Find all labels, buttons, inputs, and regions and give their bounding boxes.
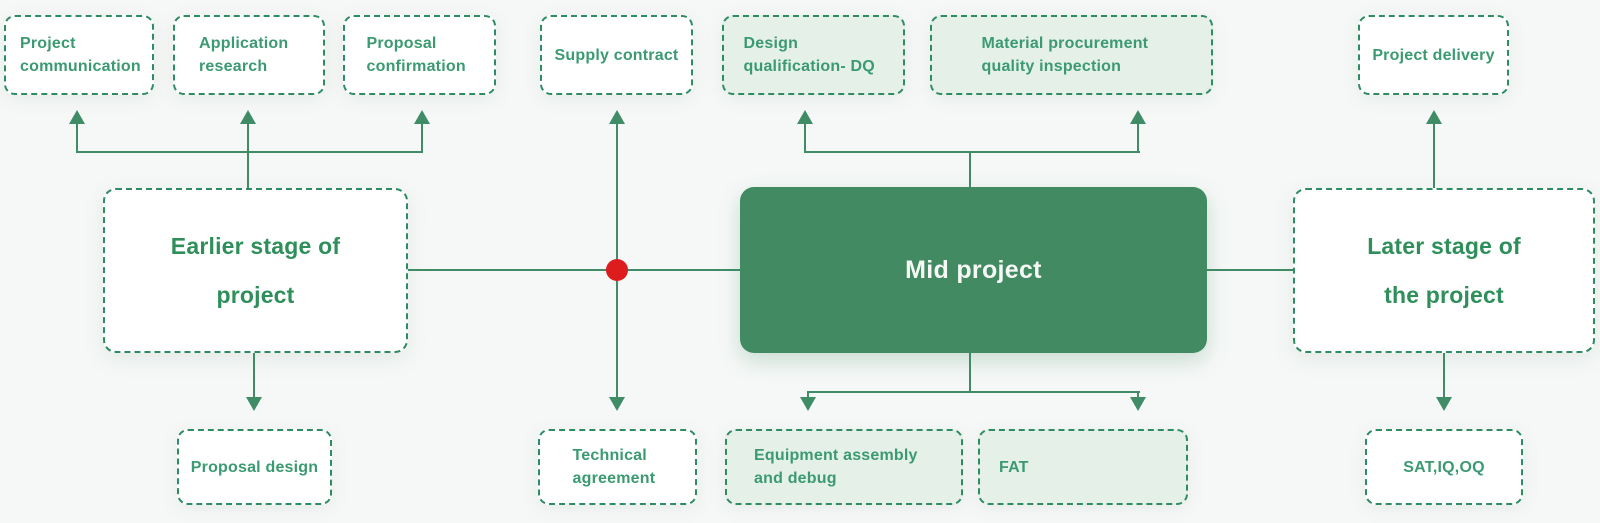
arrow-down-icon [800,397,816,411]
arrow-down-icon [246,397,262,411]
node-material-procurement-quality-inspection: Material procurement quality inspection [930,15,1213,95]
connector-arrow-shaft [421,123,423,153]
node-label: Proposal confirmation [366,35,466,75]
node-label: Design qualification- DQ [743,35,875,75]
arrow-up-icon [414,110,430,124]
junction-dot [606,259,628,281]
connector-earlier-stem-top [247,123,249,189]
node-label: SAT,IQ,OQ [1403,458,1485,476]
arrow-down-icon [1130,397,1146,411]
node-label: Proposal design [190,458,319,476]
node-supply-contract: Supply contract [540,15,693,95]
arrow-up-icon [1426,110,1442,124]
connector-later-stem-bottom [1443,353,1445,399]
node-label: Supply contract [554,46,679,64]
stage-label-line1: Earlier stage of [170,232,341,259]
connector-mid-bottom-rail [807,391,1140,393]
stage-label: Mid project [905,255,1042,284]
arrow-up-icon [797,110,813,124]
connector-earlier-top-rail [77,151,423,153]
arrow-down-icon [609,397,625,411]
connector-arrow-shaft [76,123,78,153]
connector-earlier-to-mid [407,269,741,271]
node-application-research: Application research [173,15,325,95]
stage-label-line2: project [216,281,295,308]
node-proposal-design: Proposal design [177,429,332,505]
node-earlier-stage: Earlier stage of project [103,188,408,353]
node-label: Equipment assembly and debug [754,447,918,487]
arrow-up-icon [69,110,85,124]
connector-arrow-shaft [807,391,809,399]
connector-mid-stem-top [969,152,971,188]
node-project-communication: Project communication [4,15,154,95]
connector-mid-to-later [1206,269,1294,271]
connector-later-stem-top [1433,123,1435,189]
stage-label-line2: the project [1384,281,1504,308]
connector-earlier-stem-bottom [253,353,255,399]
node-sat-iq-oq: SAT,IQ,OQ [1365,429,1523,505]
arrow-up-icon [609,110,625,124]
node-later-stage: Later stage of the project [1293,188,1595,353]
node-mid-project: Mid project [740,187,1207,353]
node-label: Project communication [20,35,141,75]
connector-arrow-shaft [1137,123,1139,153]
node-label: Technical agreement [572,447,656,487]
connector-mid-top-rail [804,151,1140,153]
node-label: Project delivery [1372,46,1495,64]
node-technical-agreement: Technical agreement [538,429,697,505]
node-label: FAT [999,458,1029,476]
arrow-up-icon [240,110,256,124]
node-label: Application research [199,35,289,75]
node-label: Material procurement quality inspection [981,35,1149,75]
connector-mid-stem-bottom [969,353,971,393]
connector-arrow-shaft [804,123,806,153]
arrow-up-icon [1130,110,1146,124]
node-design-qualification-dq: Design qualification- DQ [722,15,905,95]
node-equipment-assembly-and-debug: Equipment assembly and debug [725,429,963,505]
node-proposal-confirmation: Proposal confirmation [343,15,496,95]
node-fat: FAT [978,429,1188,505]
arrow-down-icon [1436,397,1452,411]
node-project-delivery: Project delivery [1358,15,1509,95]
stage-label-line1: Later stage of [1367,232,1521,259]
connector-arrow-shaft [1137,391,1139,399]
